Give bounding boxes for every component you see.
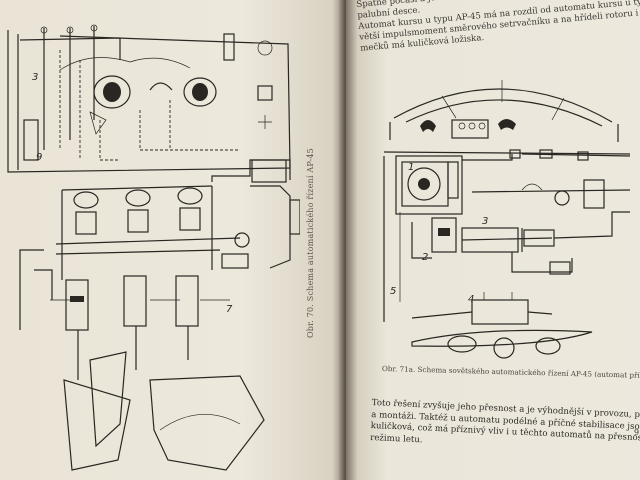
- svg-text:9: 9: [36, 152, 42, 163]
- page-number: 9: [634, 428, 640, 437]
- label-1: 1: [408, 162, 414, 173]
- right-page: [346, 0, 640, 480]
- label-3: 3: [482, 216, 488, 227]
- svg-text:7: 7: [226, 304, 233, 315]
- label-5: 5: [390, 286, 396, 297]
- label-2: 2: [422, 252, 428, 263]
- svg-text:3: 3: [32, 72, 38, 83]
- autopilot-schematic-diagram: 3 9 7: [7, 24, 300, 471]
- left-page: 3 9 7: [0, 0, 346, 480]
- figure-caption-text: Obr. 70. Schema automatického řízení AP-…: [306, 148, 315, 338]
- cockpit-autopilot-diagram: 1 2 3 4 5: [383, 80, 631, 359]
- label-4: 4: [468, 294, 474, 305]
- left-figure-caption: Obr. 70. Schema automatického řízení AP-…: [292, 148, 315, 340]
